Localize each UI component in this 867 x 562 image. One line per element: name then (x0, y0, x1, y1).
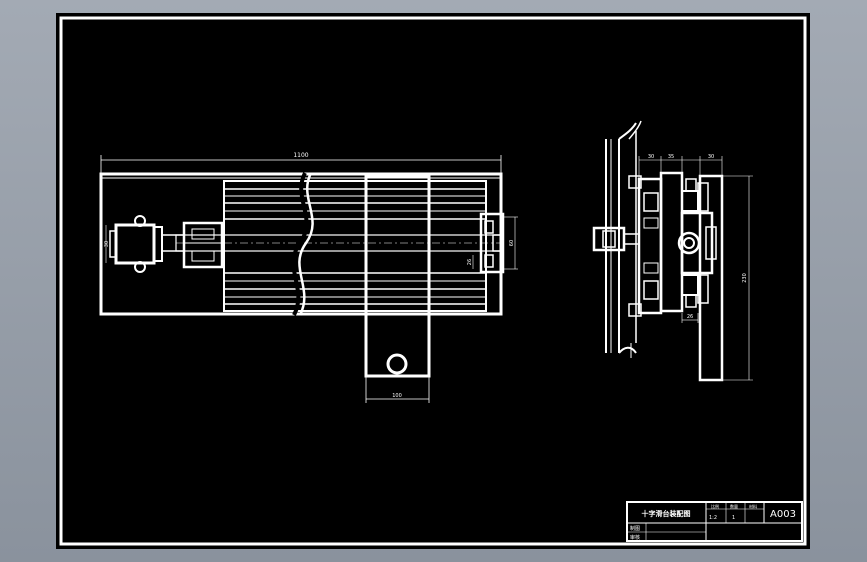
side-view: 230 30 35 30 26 (592, 120, 753, 382)
guide-block-top-left (681, 190, 699, 212)
motor-screw-top (134, 215, 146, 227)
carriage-plate (364, 174, 431, 378)
dimension-side-bottom: 26 (687, 314, 693, 320)
label-scale: 比例 (711, 503, 719, 509)
label-quantity: 数量 (730, 503, 738, 509)
hatched-base-plate (698, 174, 724, 382)
mounting-hole (386, 353, 408, 375)
dimension-side-a: 30 (648, 154, 654, 160)
rail-extrusion (223, 180, 487, 312)
frame-curve-top (618, 122, 637, 140)
label-material: 材料 (749, 503, 757, 509)
scale-value: 1:2 (709, 515, 717, 521)
drawing-name: 十字滑台装配图 (642, 509, 691, 518)
drawing-border (59, 16, 807, 546)
dimension-length-label: 1100 (293, 152, 308, 159)
dimension-side-height-label: 230 (742, 273, 748, 283)
drawing-number: A003 (770, 509, 796, 520)
nut-block (680, 211, 714, 275)
cad-drawing: 1100 100 30 (59, 16, 807, 546)
dimension-slot-depth-label: 26 (467, 259, 473, 265)
break-line (298, 172, 314, 316)
motor-mount-block (182, 221, 224, 269)
label-checked: 审核 (630, 534, 640, 541)
dimension-side-c: 30 (708, 154, 714, 160)
stepper-motor (114, 223, 156, 265)
label-drawn: 制图 (630, 525, 640, 532)
quantity-value: 1 (732, 515, 735, 521)
dimension-side-b: 35 (668, 154, 674, 160)
drawing-sheet: 1100 100 30 (56, 13, 810, 549)
dimension-width-label: 100 (392, 393, 402, 399)
motor-screw-bottom (134, 261, 146, 273)
dimension-slot-label: 60 (509, 240, 515, 246)
top-view: 1100 100 30 (99, 152, 518, 403)
dimension-motor-label: 30 (104, 241, 110, 247)
guide-block-bottom-left (681, 274, 699, 296)
title-block: 十字滑台装配图 比例 数量 材料 1:2 1 A003 制图 审核 (626, 501, 803, 542)
